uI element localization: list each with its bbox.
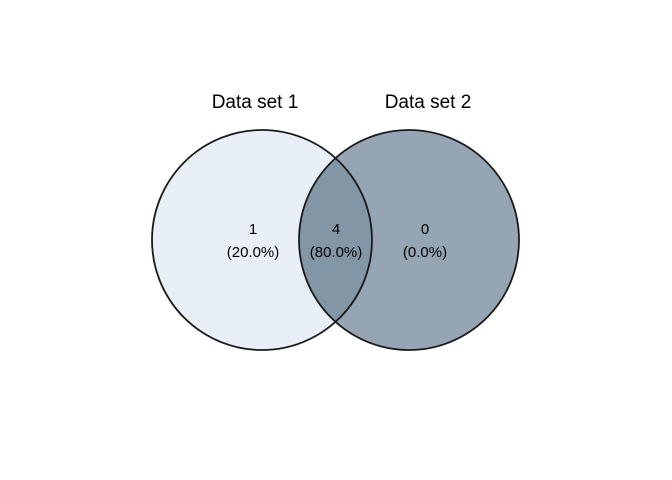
set-1-only-count: 1 <box>249 221 257 238</box>
set-2-circle-outline <box>298 129 520 351</box>
set-1-title: Data set 1 <box>212 92 299 113</box>
set-2-title: Data set 2 <box>385 92 472 113</box>
set-1-circle-outline <box>151 129 373 351</box>
intersection-count: 4 <box>332 221 340 238</box>
set-2-only-percent: (0.0%) <box>403 244 447 261</box>
intersection-percent: (80.0%) <box>310 244 363 261</box>
set-2-only-count: 0 <box>421 221 429 238</box>
intersection-region-fill <box>299 130 372 350</box>
set-1-only-percent: (20.0%) <box>227 244 280 261</box>
